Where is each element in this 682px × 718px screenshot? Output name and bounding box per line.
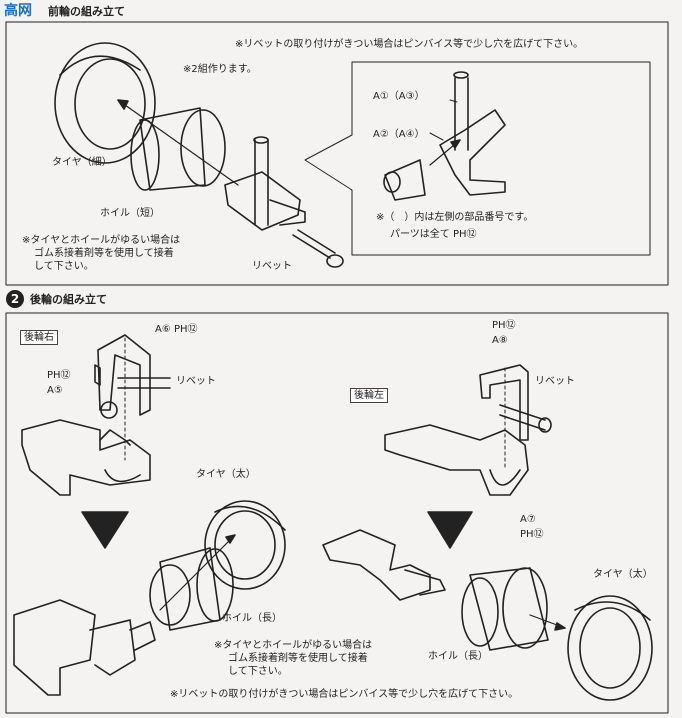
note-rivet-top: ※リベットの取り付けがきつい場合はピンバイス等で少し穴を広げて下さい。 [235, 39, 584, 50]
part-ph12-left-top: PH⑫ [492, 320, 516, 331]
part-a5: A⑤ [47, 385, 63, 396]
tag-rear-left: 後輪左 [350, 388, 388, 403]
tire-thick-right-label: タイヤ（太） [196, 469, 256, 480]
note-rivet-bottom: ※リベットの取り付けがきつい場合はピンバイス等で少し穴を広げて下さい。 [170, 689, 519, 700]
note-loose-right-2: ゴム系接着剤等を使用して接着 [228, 653, 368, 664]
page-title: 前輪の組み立て [48, 5, 125, 18]
wheel-long-right-label: ホイル（長） [222, 613, 282, 624]
note-loose-1: ※タイヤとホイールがゆるい場合は [22, 235, 181, 246]
section2-title: 後輪の組み立て [30, 293, 107, 306]
part-ph12-right: PH⑫ [47, 370, 71, 381]
rivet-label-left: リベット [535, 376, 575, 387]
inset-part-a1: A①（A③） [373, 91, 425, 102]
rivet-label-front: リベット [252, 261, 292, 272]
part-ph12-left-bot: PH⑫ [520, 529, 544, 540]
watermark: 高网 [4, 3, 32, 19]
inset-note-2: パーツは全て PH⑫ [390, 229, 477, 240]
inset-note-1: ※（ ）内は左側の部品番号です。 [376, 212, 534, 223]
part-a6: A⑥ PH⑫ [155, 324, 198, 335]
note-loose-right-3: して下さい。 [228, 666, 288, 677]
wheel-short-label: ホイル（短） [100, 208, 160, 219]
inset-part-a2: A②（A④） [373, 129, 425, 140]
note-2sets: ※2組作ります。 [183, 64, 257, 75]
note-loose-3: して下さい。 [34, 261, 94, 272]
tire-thin-label: タイヤ（細） [52, 157, 112, 168]
step-number-badge: 2 [6, 290, 24, 308]
rivet-label-right: リベット [176, 376, 216, 387]
tag-rear-right: 後輪右 [20, 330, 58, 345]
note-loose-2: ゴム系接着剤等を使用して接着 [34, 248, 174, 259]
tire-thick-left-label: タイヤ（太） [593, 569, 653, 580]
step-number: 2 [10, 292, 20, 306]
wheel-long-left-label: ホイル（長） [428, 651, 488, 662]
part-a8: A⑧ [492, 335, 508, 346]
part-a7: A⑦ [520, 514, 536, 525]
note-loose-right-1: ※タイヤとホイールがゆるい場合は [214, 640, 373, 651]
